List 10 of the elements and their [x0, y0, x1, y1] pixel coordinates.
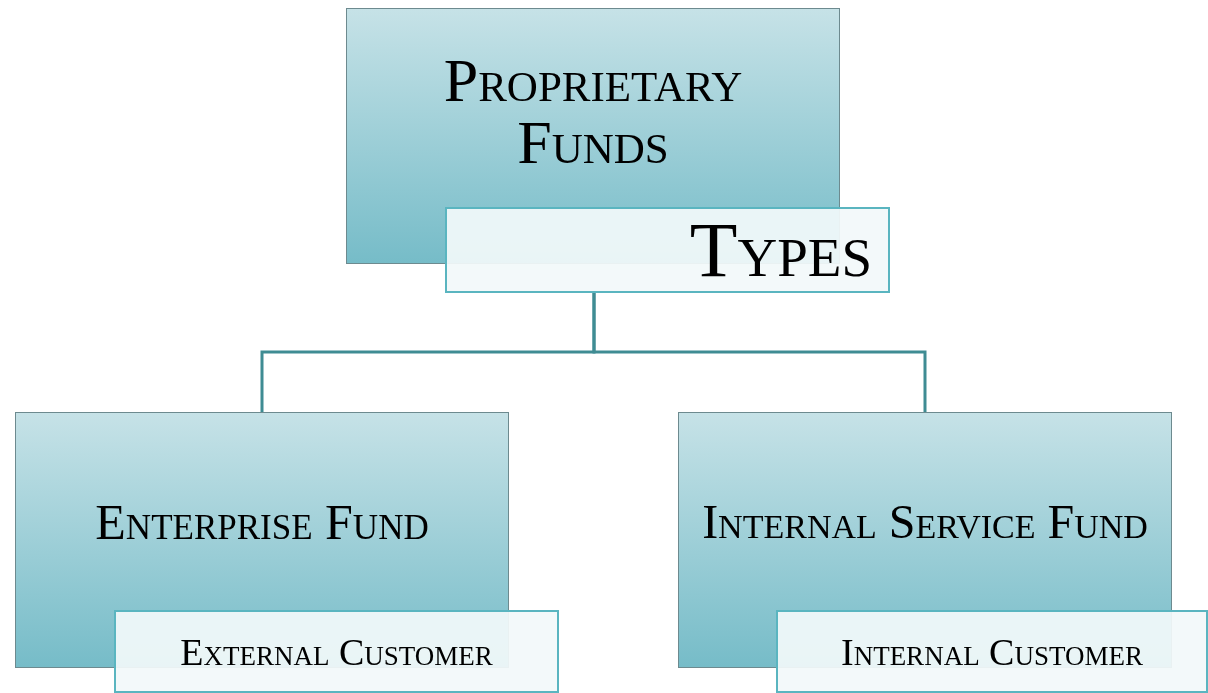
node-label: External Customer — [180, 632, 493, 671]
node-label: Types — [689, 211, 872, 289]
node-label: Internal Customer — [841, 632, 1143, 671]
node-label: Enterprise Fund — [95, 497, 429, 547]
node-label: Internal Service Fund — [702, 498, 1148, 546]
customer-label-box — [114, 610, 559, 693]
type-label-box — [445, 207, 890, 293]
customer-label-box — [776, 610, 1208, 693]
connector-line — [592, 293, 927, 412]
node-label: Proprietary Funds — [442, 49, 744, 173]
